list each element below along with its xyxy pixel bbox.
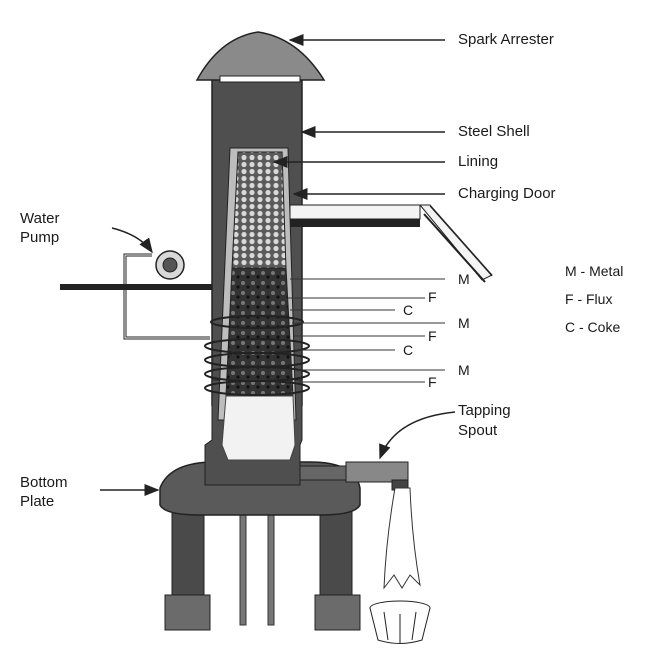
water-pump-label-line2: Pump bbox=[20, 229, 60, 246]
melt-zone bbox=[221, 395, 296, 461]
steel-shell-label: Steel Shell bbox=[458, 123, 530, 140]
water-pump-label-line1: Water bbox=[20, 210, 60, 227]
layer-mark-coke: C bbox=[403, 342, 414, 358]
furnace-legs bbox=[164, 504, 361, 631]
tuyere-pipe bbox=[60, 284, 212, 290]
charging-platform bbox=[289, 204, 493, 283]
spark-arrester-label: Spark Arrester bbox=[458, 31, 554, 48]
bottom-plate-label-line1: Bottom bbox=[20, 474, 68, 491]
bottom-plate-label-line2: Plate bbox=[20, 493, 55, 510]
layer-lines bbox=[288, 278, 445, 383]
charging-door-label: Charging Door bbox=[458, 185, 556, 202]
molten-stream bbox=[383, 487, 421, 590]
water-pump bbox=[123, 250, 210, 340]
cooling-coils bbox=[204, 315, 310, 396]
leader-lines bbox=[100, 34, 456, 496]
legend-metal: M - Metal bbox=[565, 263, 624, 279]
layer-mark-flux: F bbox=[428, 374, 437, 390]
legend-flux: F - Flux bbox=[565, 291, 613, 307]
lining-label: Lining bbox=[458, 153, 499, 170]
tapping-spout-label-line2: Spout bbox=[458, 422, 498, 439]
tapping-spout-label-line1: Tapping bbox=[458, 402, 511, 419]
layer-mark-metal: M bbox=[458, 271, 470, 287]
ladle bbox=[369, 600, 431, 644]
layer-mark-flux: F bbox=[428, 328, 437, 344]
charge-layers bbox=[225, 267, 294, 397]
layer-mark-flux: F bbox=[428, 289, 437, 305]
lining-bricks bbox=[231, 151, 287, 269]
spark-arrester-cap bbox=[195, 31, 326, 81]
layer-mark-metal: M bbox=[458, 362, 470, 378]
layer-mark-coke: C bbox=[403, 302, 414, 318]
legend-coke: C - Coke bbox=[565, 319, 621, 335]
layer-mark-metal: M bbox=[458, 315, 470, 331]
